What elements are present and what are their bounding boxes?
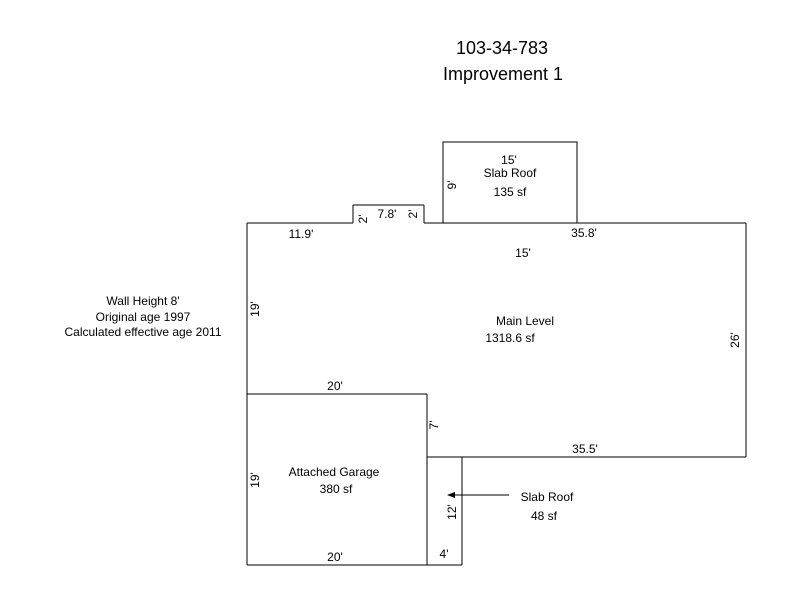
original-age-text: Original age 1997 (96, 310, 191, 324)
arrow-head (447, 492, 455, 498)
dim-small-slab-bottom: 4' (440, 547, 449, 561)
main-level-area: 1318.6 sf (485, 331, 535, 345)
dim-left-upper: 19' (248, 301, 262, 317)
slab-roof-bottom-area: 48 sf (531, 509, 558, 523)
improvement-title: Improvement 1 (443, 64, 563, 84)
dim-top-left: 11.9' (289, 227, 314, 241)
wall-height-text: Wall Height 8' (106, 294, 179, 308)
dim-bump-left: 2' (356, 215, 370, 224)
garage-area: 380 sf (320, 482, 353, 496)
effective-age-text: Calculated effective age 2011 (64, 325, 221, 339)
dim-garage-left: 19' (248, 472, 262, 488)
slab-roof-top-outline (442, 141, 578, 224)
dim-garage-top: 20' (327, 379, 343, 393)
parcel-id: 103-34-783 (456, 38, 548, 58)
slab-roof-bottom-name: Slab Roof (521, 490, 574, 504)
dim-bump-width: 7.8' (378, 207, 397, 221)
dim-top-right: 35.8' (571, 226, 597, 240)
slab-roof-bottom-outline (427, 456, 463, 565)
dim-slab-top: 15' (501, 153, 517, 167)
dim-bottom-right: 35.5' (572, 442, 598, 456)
dim-garage-right: 7' (427, 421, 441, 430)
dim-inner-15: 15' (515, 246, 531, 260)
slab-roof-top-name: Slab Roof (484, 166, 537, 180)
slab-roof-top-area: 135 sf (494, 185, 527, 199)
main-level-name: Main Level (496, 314, 554, 328)
dim-slab-side: 9' (445, 181, 459, 190)
dim-small-slab-side: 12' (445, 504, 459, 520)
garage-name: Attached Garage (289, 465, 380, 479)
dim-garage-bottom: 20' (327, 550, 343, 564)
slab-roof-arrow (447, 492, 509, 498)
dim-bump-right: 2' (406, 210, 420, 219)
garage-outline (246, 394, 462, 566)
dim-right-side: 26' (728, 332, 742, 348)
